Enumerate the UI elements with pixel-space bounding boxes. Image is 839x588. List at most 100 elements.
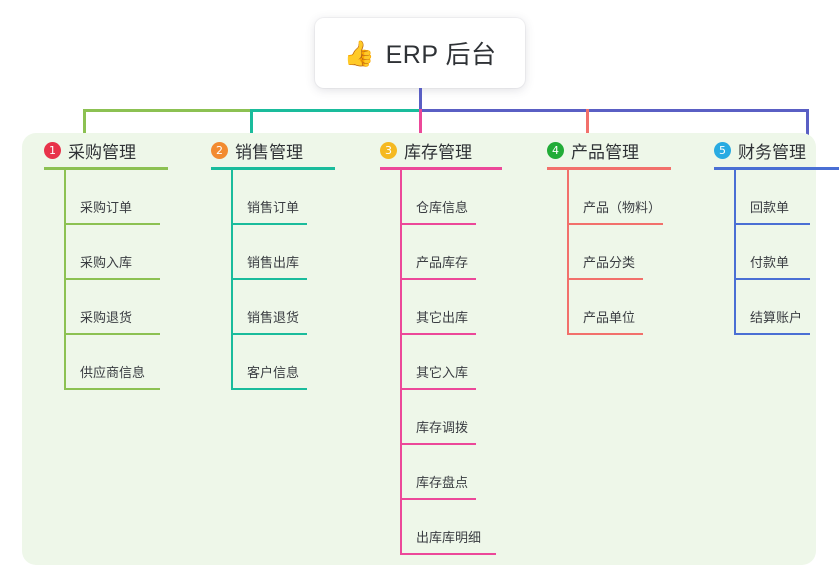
branch-item[interactable]: 库存调拨 <box>380 390 545 445</box>
branch-item-label: 结算账户 <box>750 310 803 325</box>
branch-item[interactable]: 付款单 <box>714 225 839 280</box>
branch-title: 库存管理 <box>404 142 472 162</box>
branch-item[interactable]: 销售出库 <box>211 225 376 280</box>
branch-item[interactable]: 回款单 <box>714 170 839 225</box>
branch-item-label: 其它出库 <box>416 310 469 325</box>
branch-header-rule <box>211 167 335 170</box>
branch-column-inventory: 3 库存管理 仓库信息 产品库存 其它出库 其它入库 <box>378 133 545 555</box>
branch-item-label: 销售订单 <box>247 200 300 215</box>
branch-item[interactable]: 采购入库 <box>44 225 209 280</box>
branch-item-label: 其它入库 <box>416 365 469 380</box>
branch-header-purchasing[interactable]: 1 采购管理 <box>42 133 209 167</box>
thumbs-up-icon: 👍 <box>343 38 375 68</box>
branch-header-sales[interactable]: 2 销售管理 <box>209 133 376 167</box>
branch-item[interactable]: 采购订单 <box>44 170 209 225</box>
branch-drop-connector-5 <box>806 109 809 138</box>
branch-item[interactable]: 采购退货 <box>44 280 209 335</box>
branch-item-rule <box>567 223 663 225</box>
branch-item-label: 产品单位 <box>583 310 636 325</box>
branch-item[interactable]: 仓库信息 <box>380 170 545 225</box>
bus-connector-segment-green <box>83 109 252 112</box>
branch-column-finance: 5 财务管理 回款单 付款单 结算账户 <box>712 133 839 335</box>
branch-item-label: 出库库明细 <box>416 530 482 545</box>
branch-column-sales: 2 销售管理 销售订单 销售出库 销售退货 客户信息 <box>209 133 376 390</box>
branch-drop-connector-2 <box>250 109 253 138</box>
branch-spine <box>400 170 402 555</box>
branch-number-badge: 4 <box>547 141 564 159</box>
branch-item[interactable]: 结算账户 <box>714 280 839 335</box>
branch-spine <box>734 170 736 335</box>
branch-title: 产品管理 <box>571 142 639 162</box>
branch-items-finance: 回款单 付款单 结算账户 <box>714 170 839 335</box>
branch-item-rule <box>64 388 160 390</box>
branch-drop-connector-3 <box>419 109 422 138</box>
branch-item-rule <box>567 333 643 335</box>
branch-item-label: 客户信息 <box>247 365 300 380</box>
branch-item-rule <box>734 223 810 225</box>
branch-number-badge: 3 <box>380 141 397 159</box>
branch-item[interactable]: 客户信息 <box>211 335 376 390</box>
branch-title: 采购管理 <box>68 142 136 162</box>
branch-header-inventory[interactable]: 3 库存管理 <box>378 133 545 167</box>
branch-header-finance[interactable]: 5 财务管理 <box>712 133 839 167</box>
root-node-content: 👍 ERP 后台 <box>343 35 496 71</box>
branch-items-sales: 销售订单 销售出库 销售退货 客户信息 <box>211 170 376 390</box>
branch-item[interactable]: 产品单位 <box>547 280 712 335</box>
branch-spine <box>231 170 233 390</box>
branch-item-label: 产品库存 <box>416 255 469 270</box>
branch-item-rule <box>734 278 810 280</box>
branch-number-badge: 2 <box>211 141 228 159</box>
branch-title: 财务管理 <box>738 142 806 162</box>
branch-item[interactable]: 产品（物料） <box>547 170 712 225</box>
branch-item-label: 回款单 <box>750 200 790 215</box>
branch-item[interactable]: 销售订单 <box>211 170 376 225</box>
branch-number-badge: 5 <box>714 141 731 159</box>
branch-header-product[interactable]: 4 产品管理 <box>545 133 712 167</box>
root-node-card[interactable]: 👍 ERP 后台 <box>315 18 525 88</box>
bus-connector-segment-teal <box>250 109 421 112</box>
branch-item-rule <box>567 278 643 280</box>
branch-item-label: 产品（物料） <box>583 200 662 215</box>
branch-item-label: 产品分类 <box>583 255 636 270</box>
branch-header-rule <box>44 167 168 170</box>
branch-item-rule <box>734 333 810 335</box>
branch-item-rule <box>400 223 476 225</box>
branch-items-purchasing: 采购订单 采购入库 采购退货 供应商信息 <box>44 170 209 390</box>
branch-drop-connector-4 <box>586 109 589 138</box>
branch-item-label: 仓库信息 <box>416 200 469 215</box>
root-node-title: ERP 后台 <box>385 41 497 69</box>
branch-item-rule <box>400 443 476 445</box>
branch-item-rule <box>400 553 496 555</box>
branch-item-rule <box>64 333 160 335</box>
branch-item-label: 库存调拨 <box>416 420 469 435</box>
branch-number-badge: 1 <box>44 141 61 159</box>
branch-item[interactable]: 其它入库 <box>380 335 545 390</box>
branch-item[interactable]: 销售退货 <box>211 280 376 335</box>
branch-column-product: 4 产品管理 产品（物料） 产品分类 产品单位 <box>545 133 712 335</box>
branch-item-label: 供应商信息 <box>80 365 146 380</box>
branch-header-rule <box>547 167 671 170</box>
branch-item-rule <box>231 388 307 390</box>
branch-item-label: 采购入库 <box>80 255 133 270</box>
branch-item[interactable]: 供应商信息 <box>44 335 209 390</box>
branch-item[interactable]: 出库库明细 <box>380 500 545 555</box>
branch-item[interactable]: 其它出库 <box>380 280 545 335</box>
branch-item-rule <box>64 223 160 225</box>
branch-items-product: 产品（物料） 产品分类 产品单位 <box>547 170 712 335</box>
branch-item-label: 库存盘点 <box>416 475 469 490</box>
root-stem-connector <box>419 88 422 111</box>
branches-panel: 1 采购管理 采购订单 采购入库 采购退货 供应商信 <box>22 133 839 565</box>
branch-spine <box>567 170 569 335</box>
bus-connector-segment-blue <box>419 109 809 112</box>
branch-item[interactable]: 产品库存 <box>380 225 545 280</box>
branch-item[interactable]: 产品分类 <box>547 225 712 280</box>
branch-item-label: 付款单 <box>750 255 790 270</box>
branch-item-rule <box>400 278 476 280</box>
branch-item-rule <box>231 223 307 225</box>
branch-header-rule <box>380 167 502 170</box>
branch-header-rule <box>714 167 839 170</box>
branch-item-rule <box>231 278 307 280</box>
branch-item-label: 采购退货 <box>80 310 133 325</box>
branch-item[interactable]: 库存盘点 <box>380 445 545 500</box>
